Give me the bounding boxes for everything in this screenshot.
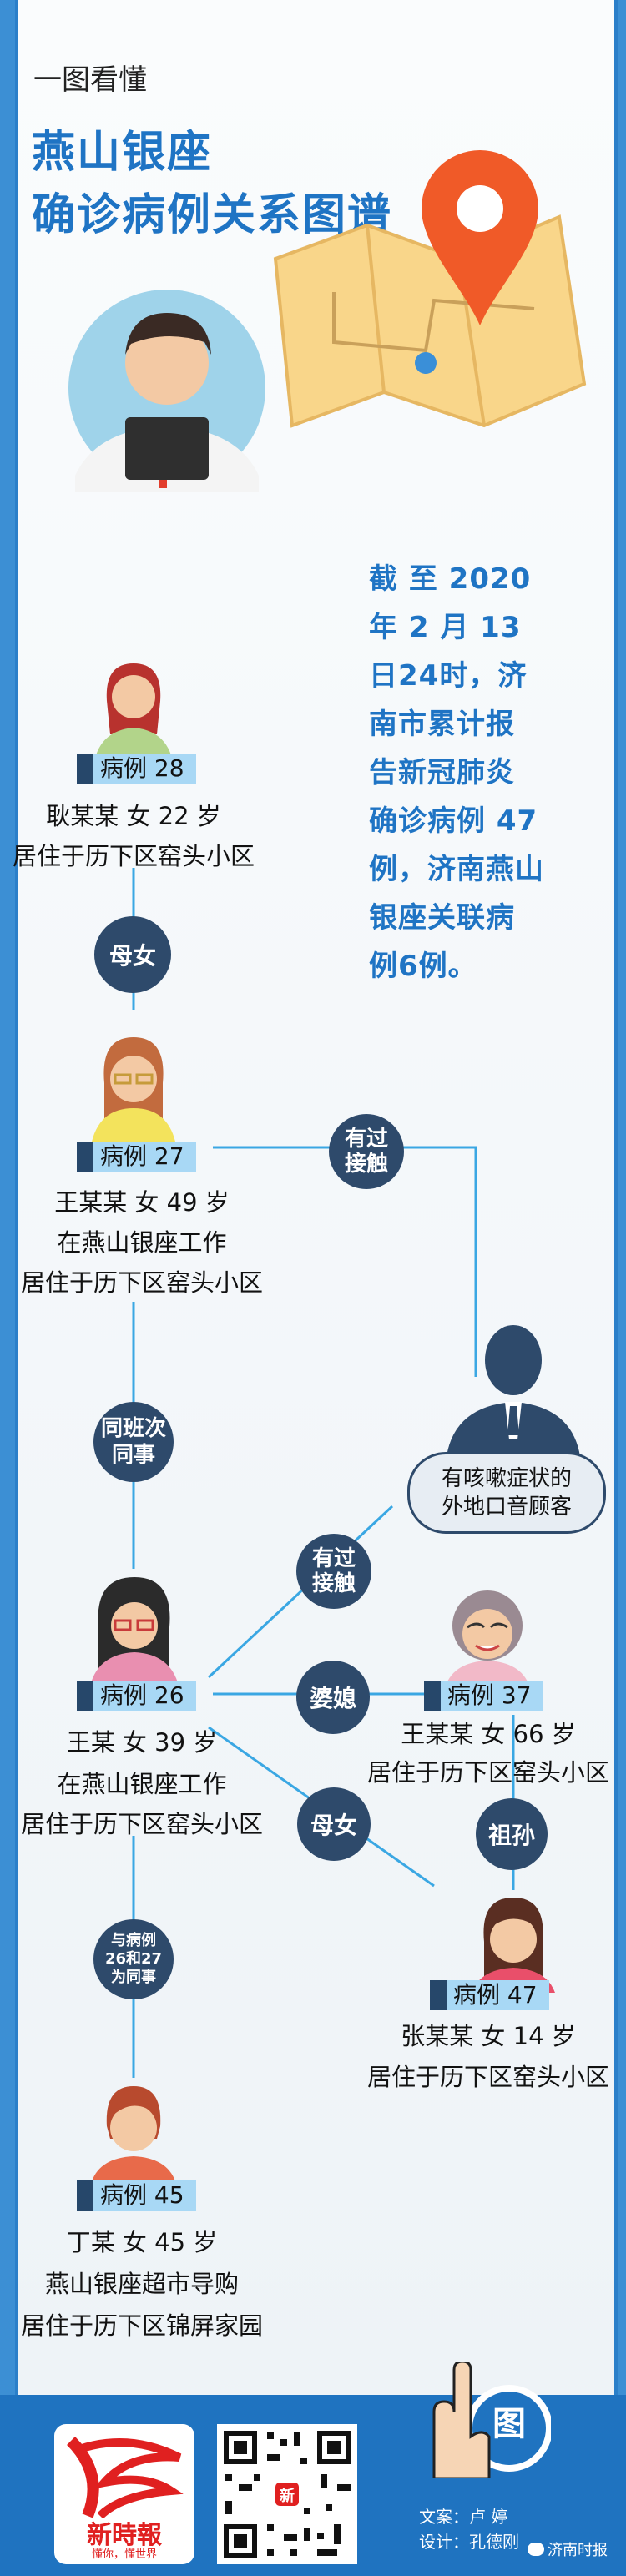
wechat-icon bbox=[528, 2543, 544, 2556]
case-37-avatar bbox=[446, 1590, 529, 1686]
link-26-customer bbox=[207, 1505, 394, 1679]
summary-line: 确诊病例 47 bbox=[369, 804, 538, 838]
presenter-avatar bbox=[68, 290, 265, 492]
case-28-line: 耿某某 女 22 岁 bbox=[46, 802, 221, 830]
case-45-tag: 病例 45 bbox=[77, 2180, 196, 2211]
case-45-line: 丁某 女 45 岁 bbox=[66, 2228, 218, 2256]
case-26-line: 王某 女 39 岁 bbox=[66, 1728, 218, 1757]
case-26-line: 居住于历下区窑头小区 bbox=[20, 1810, 263, 1838]
header-eyebrow: 一图看懂 bbox=[33, 63, 147, 97]
relation-mother-daughter-bubble-2: 母女 bbox=[297, 1787, 371, 1861]
relation-same-shift-bubble: 同班次 同事 bbox=[93, 1402, 174, 1482]
page-title-line2: 确诊病例关系图谱 bbox=[32, 190, 393, 240]
customer-silhouette-icon bbox=[447, 1325, 580, 1456]
case-45-line: 居住于历下区锦屏家园 bbox=[20, 2311, 263, 2340]
summary-line: 日24时，济 bbox=[369, 659, 528, 693]
case-27-line: 王某某 女 49 岁 bbox=[54, 1188, 230, 1217]
link-27-customer bbox=[213, 1146, 477, 1377]
summary-line: 银座关联病 bbox=[369, 901, 515, 935]
case-37-line: 王某某 女 66 岁 bbox=[401, 1720, 576, 1748]
summary-line: 南市累计报 bbox=[369, 708, 515, 741]
relation-grandparent-bubble: 祖孙 bbox=[476, 1798, 548, 1870]
qr-code[interactable]: 新 bbox=[217, 2424, 357, 2564]
case-45-line: 燕山银座超市导购 bbox=[44, 2270, 239, 2298]
summary-line: 例，济南燕山 bbox=[369, 853, 544, 886]
case-28-tag: 病例 28 bbox=[77, 754, 196, 784]
case-28-line: 居住于历下区窑头小区 bbox=[12, 842, 255, 870]
case-27-avatar bbox=[92, 1037, 175, 1142]
case-37-line: 居住于历下区窑头小区 bbox=[366, 1758, 609, 1787]
relation-mother-daughter-bubble: 母女 bbox=[94, 916, 171, 993]
relation-contact-bubble-2: 有过 接触 bbox=[296, 1534, 371, 1609]
case-27-line: 在燕山银座工作 bbox=[57, 1228, 227, 1257]
customer-label: 有咳嗽症状的 外地口音顾客 bbox=[407, 1452, 606, 1534]
case-27-line: 居住于历下区窑头小区 bbox=[20, 1268, 263, 1297]
case-26-tag: 病例 26 bbox=[77, 1681, 196, 1711]
credit-designer: 设计：孔德刚 bbox=[419, 2532, 519, 2552]
case-47-avatar bbox=[472, 1898, 555, 1993]
summary-line: 告新冠肺炎 bbox=[369, 756, 515, 789]
case-28-avatar bbox=[96, 663, 171, 755]
logo-slogan: 懂你，懂世界 bbox=[91, 2548, 157, 2561]
new-times-logo: 新時報 懂你，懂世界 bbox=[54, 2424, 194, 2564]
case-45-avatar bbox=[92, 2086, 175, 2181]
logo-text: 新時報 bbox=[87, 2521, 162, 2550]
logo-brush-icon bbox=[66, 2437, 184, 2519]
case-37-tag: 病例 37 bbox=[424, 1681, 543, 1711]
case-47-line: 居住于历下区窑头小区 bbox=[366, 2063, 609, 2091]
case-47-line: 张某某 女 14 岁 bbox=[401, 2022, 576, 2050]
summary-block: 截 至 2020 年 2 月 13 日24时，济 南市累计报 告新冠肺炎 确诊病… bbox=[369, 555, 569, 991]
watermark: 济南时报 bbox=[528, 2538, 608, 2560]
summary-line: 例6例。 bbox=[369, 950, 477, 983]
relation-contact-bubble: 有过 接触 bbox=[329, 1114, 404, 1189]
relation-in-law-bubble: 婆媳 bbox=[296, 1661, 370, 1734]
relation-colleague-bubble: 与病例 26和27 为同事 bbox=[93, 1919, 174, 1999]
case-27-tag: 病例 27 bbox=[77, 1142, 196, 1172]
summary-line: 年 2 月 13 bbox=[369, 611, 522, 644]
map-pin-illustration bbox=[273, 150, 587, 428]
qr-code-pattern bbox=[224, 2431, 351, 2558]
qr-center-mark: 新 bbox=[280, 2488, 295, 2505]
infographic-badge: 图 bbox=[492, 2405, 526, 2443]
case-26-avatar bbox=[90, 1577, 179, 1686]
credit-writer: 文案：卢 婷 bbox=[419, 2507, 508, 2527]
pointing-hand-icon bbox=[432, 2362, 551, 2478]
summary-line: 截 至 2020 bbox=[369, 562, 532, 596]
case-26-line: 在燕山银座工作 bbox=[57, 1770, 227, 1798]
page-title-line1: 燕山银座 bbox=[32, 128, 213, 178]
case-47-tag: 病例 47 bbox=[430, 1980, 549, 2010]
